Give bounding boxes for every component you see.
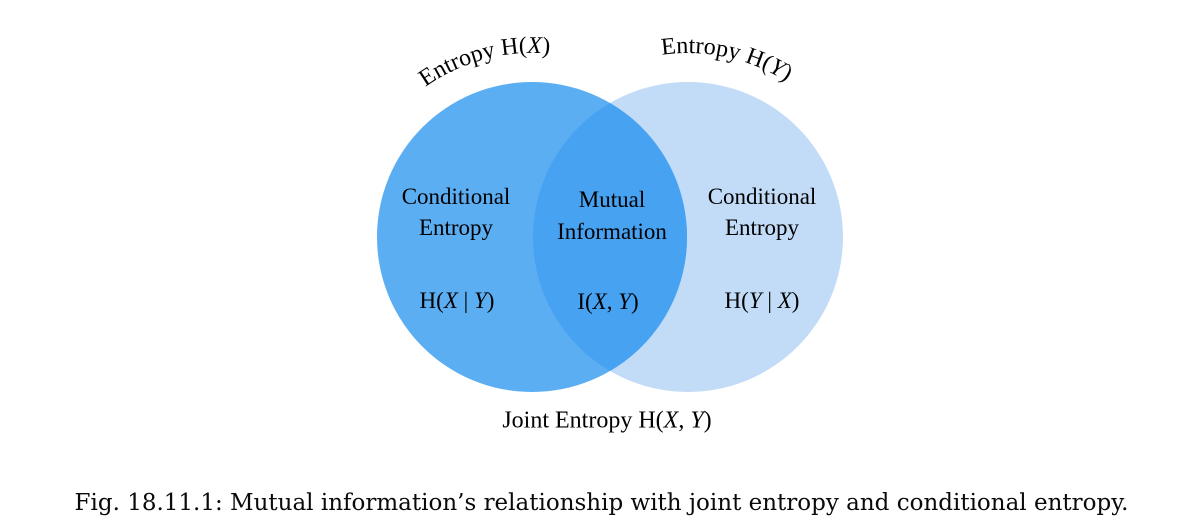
joint-entropy-label: Joint Entropy H(X, Y)	[502, 408, 711, 435]
venn-diagram-svg: Entropy H(X) Entropy H(Y)	[377, 33, 843, 392]
label-line: Entropy	[418, 215, 494, 240]
label-token: Entropy H(	[414, 33, 527, 92]
formula-token-var: Y	[748, 288, 762, 313]
formula-token-var: Y	[618, 289, 632, 314]
label-line: Conditional	[401, 184, 511, 209]
formula-i-x-y: I(X, Y)	[577, 289, 638, 315]
formula-token: I(	[577, 289, 593, 314]
conditional-entropy-y-label: Conditional Entropy	[708, 181, 817, 243]
formula-token: |	[457, 288, 474, 313]
conditional-entropy-x-label: Conditional Entropy	[402, 181, 511, 243]
label-token: )	[541, 33, 551, 60]
label-token-var: X	[526, 33, 543, 59]
formula-token: H(	[419, 288, 444, 313]
mutual-information-overlap-region	[533, 82, 687, 392]
formula-token: H(	[724, 288, 749, 313]
formula-token-var: Y	[473, 288, 487, 313]
label-token-var: Y	[690, 407, 704, 434]
label-line: Mutual	[578, 187, 646, 212]
formula-h-x-given-y: H(X | Y)	[420, 288, 495, 314]
label-token: Joint Entropy H(	[502, 407, 664, 434]
entropy-y-arc-label: Entropy H(Y)	[660, 33, 797, 87]
label-token-var: X	[663, 407, 679, 434]
formula-token: )	[791, 288, 800, 313]
formula-token: ,	[606, 289, 619, 314]
label-line: Conditional	[707, 184, 817, 209]
formula-token: |	[761, 288, 778, 313]
label-token: )	[703, 407, 712, 434]
formula-token: )	[486, 288, 495, 313]
formula-token-var: X	[777, 288, 792, 313]
formula-token: )	[631, 289, 639, 314]
figure-caption: Fig. 18.11.1: Mutual information’s relat…	[74, 490, 1129, 516]
entropy-y-arc-textpath: Entropy H(Y)	[660, 33, 797, 87]
formula-token-var: X	[443, 288, 458, 313]
formula-h-y-given-x: H(Y | X)	[725, 288, 800, 314]
label-line: Entropy	[724, 215, 800, 240]
label-token: Entropy H(	[660, 33, 776, 77]
label-line: Information	[557, 219, 667, 244]
formula-token-var: X	[592, 289, 607, 314]
label-token: ,	[678, 407, 691, 434]
mutual-information-label: Mutual Information	[557, 184, 667, 248]
